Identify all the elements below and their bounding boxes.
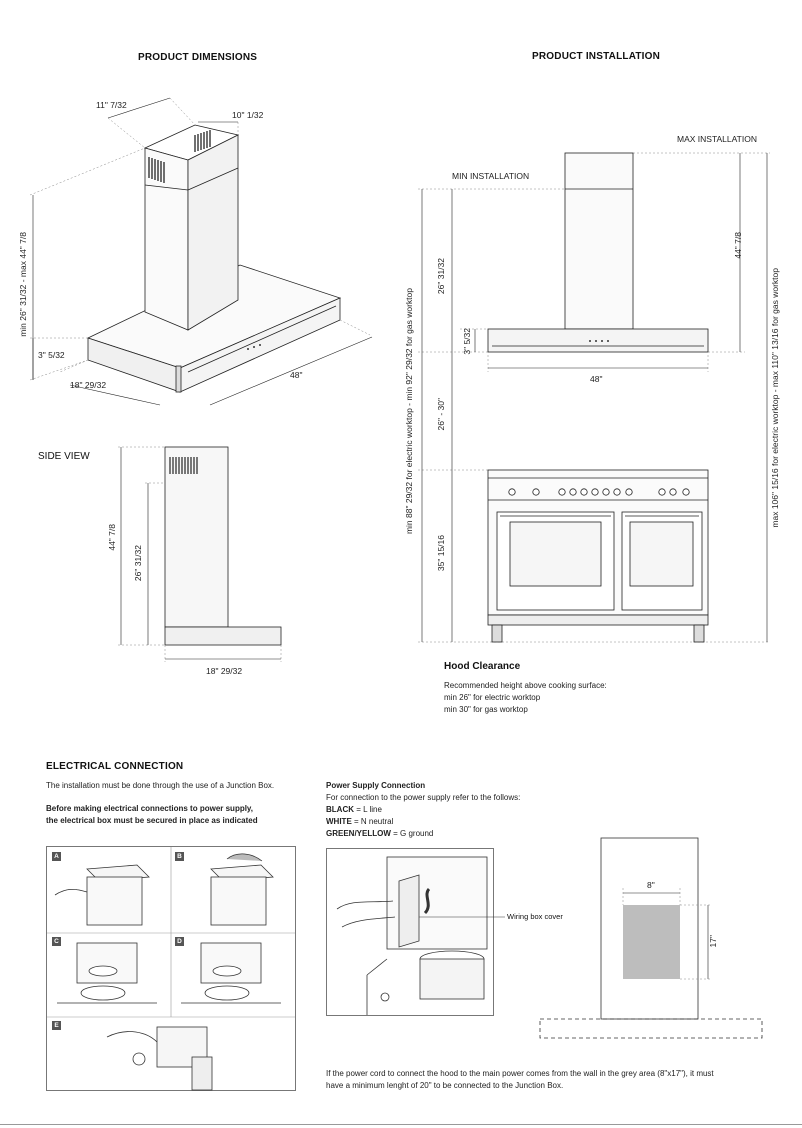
- dimensions-title: PRODUCT DIMENSIONS: [138, 52, 258, 63]
- grey-area-width: 8": [647, 880, 655, 890]
- grey-area-note-2: have a minimum lenght of 20" to be conne…: [326, 1081, 564, 1090]
- electrical-title: ELECTRICAL CONNECTION: [46, 761, 184, 772]
- grey-area: [623, 905, 680, 979]
- footer-divider: [0, 1124, 802, 1125]
- step-tag-d: D: [175, 937, 184, 946]
- max-installation-label: MAX INSTALLATION: [677, 134, 757, 144]
- wire-black: BLACK = L line: [326, 805, 382, 814]
- step-tag-b: B: [175, 852, 184, 861]
- electrical-intro: The installation must be done through th…: [46, 781, 275, 790]
- step-tag-a: A: [52, 852, 61, 861]
- side-depth: 18" 29/32: [206, 666, 243, 676]
- power-supply-subtitle: For connection to the power supply refer…: [326, 793, 521, 802]
- min-installation-label: MIN INSTALLATION: [452, 171, 530, 181]
- installation-drawing: [418, 152, 770, 643]
- hood-isometric-drawing: [29, 97, 373, 406]
- grey-area-note-1: If the power cord to connect the hood to…: [326, 1069, 714, 1078]
- dim-chimney-depth: 11" 7/32: [96, 100, 127, 110]
- side-view-title: SIDE VIEW: [38, 451, 90, 462]
- wire-green-yellow: GREEN/YELLOW = G ground: [326, 829, 434, 838]
- power-supply-title: Power Supply Connection: [326, 781, 426, 790]
- dim-chimney-width: 10" 1/32: [232, 110, 264, 120]
- wiring-box-illustration: [326, 848, 505, 1016]
- step-tag-c: C: [52, 937, 61, 946]
- steps-grid: [47, 847, 295, 1091]
- hood-clearance-line-1: Recommended height above cooking surface…: [444, 681, 607, 690]
- junction-box-steps-panel: A B C D E: [46, 846, 296, 1091]
- installation-title: PRODUCT INSTALLATION: [532, 51, 661, 62]
- dim-depth: 18" 29/32: [70, 380, 107, 390]
- step-tag-e: E: [52, 1021, 61, 1030]
- wire-white: WHITE = N neutral: [326, 817, 394, 826]
- dim-canopy-height: 3" 5/32: [38, 350, 65, 360]
- hood-clearance-title: Hood Clearance: [444, 661, 521, 672]
- dim-width: 48": [290, 370, 303, 380]
- grey-area-height: 17": [708, 935, 718, 948]
- electrical-warning-1: Before making electrical connections to …: [46, 804, 254, 813]
- inst-width: 48": [590, 374, 603, 384]
- hood-clearance-line-2: min 26" for electric worktop: [444, 693, 541, 702]
- side-view-drawing: [118, 446, 282, 662]
- electrical-warning-2: the electrical box must be secured in pl…: [46, 816, 258, 825]
- wiring-box-cover-callout: Wiring box cover: [507, 912, 563, 921]
- hood-clearance-line-3: min 30" for gas worktop: [444, 705, 528, 714]
